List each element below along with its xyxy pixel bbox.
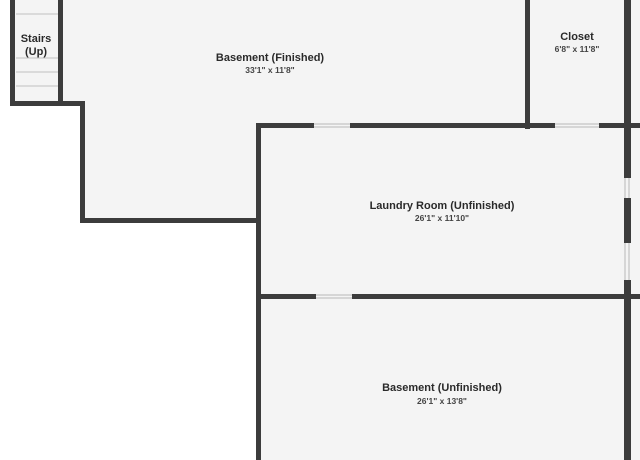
wall-basement-left bbox=[80, 101, 85, 223]
door-closet-bottom bbox=[555, 122, 599, 129]
room-dims-basement-unfinished: 26'1" x 13'8" bbox=[417, 396, 467, 406]
wall-closet-left bbox=[525, 0, 530, 129]
wall-stairs-left bbox=[10, 0, 15, 106]
window-right-1 bbox=[623, 178, 632, 198]
basement-unfinished-floor bbox=[258, 296, 640, 460]
wall-laundry-left bbox=[256, 123, 261, 460]
stairs-floor bbox=[14, 0, 60, 102]
door-laundry-top bbox=[314, 122, 350, 129]
room-dims-basement-finished: 33'1" x 11'8" bbox=[245, 65, 294, 75]
labels: Stairs (Up) Basement (Finished) 33'1" x … bbox=[21, 31, 600, 406]
wall-right bbox=[624, 0, 631, 460]
room-name-laundry-room: Laundry Room (Unfinished) bbox=[370, 200, 515, 212]
room-name-closet: Closet bbox=[560, 31, 594, 43]
window-right-2 bbox=[623, 243, 632, 280]
room-dims-laundry-room: 26'1" x 11'10" bbox=[415, 213, 469, 223]
room-name-basement-unfinished: Basement (Unfinished) bbox=[382, 382, 502, 394]
wall-laundry-top bbox=[256, 123, 640, 128]
closet-floor bbox=[528, 0, 640, 126]
laundry-room-floor bbox=[258, 126, 640, 296]
basement-finished-floor bbox=[60, 0, 528, 219]
stairs-label-line1: Stairs bbox=[21, 33, 52, 45]
door-unfinished-top bbox=[316, 293, 352, 300]
wall-stairs-bottom bbox=[10, 101, 85, 106]
wall-basement-bottom bbox=[80, 218, 261, 223]
wall-laundry-bottom bbox=[256, 294, 640, 299]
room-name-basement-finished: Basement (Finished) bbox=[216, 52, 325, 64]
room-dims-closet: 6'8" x 11'8" bbox=[555, 44, 600, 54]
doors bbox=[314, 122, 632, 300]
wall-stairs-right bbox=[58, 0, 63, 106]
floor-fills bbox=[14, 0, 640, 460]
stairs-label-line2: (Up) bbox=[25, 46, 47, 58]
walls bbox=[10, 0, 640, 460]
stair-treads bbox=[16, 13, 58, 87]
